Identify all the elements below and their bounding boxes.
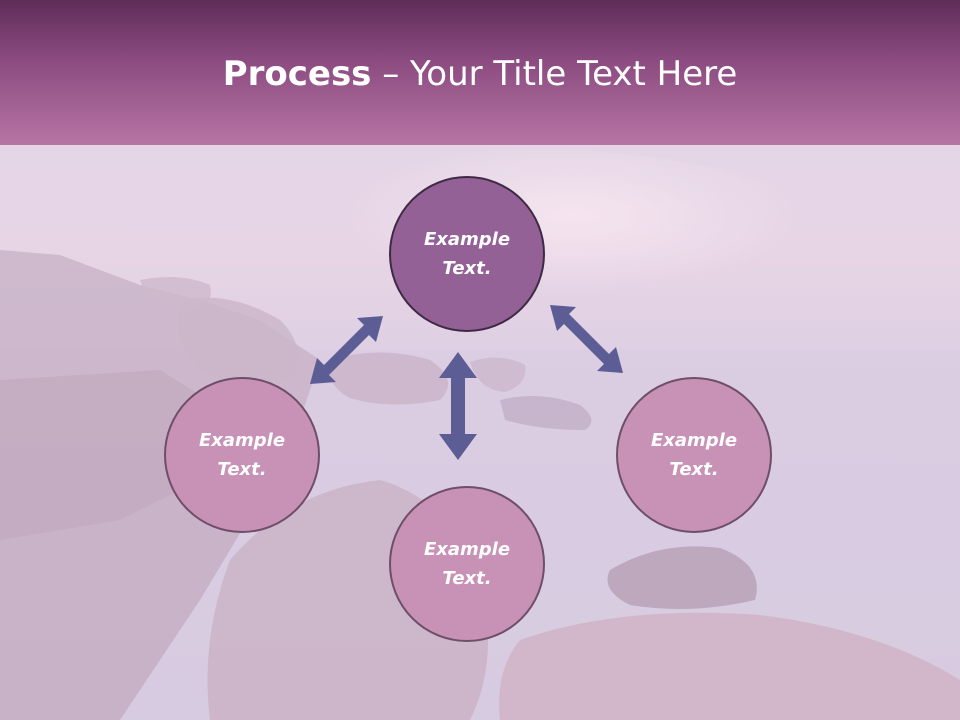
process-node-right: Example Text. [616, 377, 772, 533]
page-title: Process – Your Title Text Here [0, 52, 960, 96]
title-bar: Process – Your Title Text Here [0, 0, 960, 145]
process-node-top: Example Text. [389, 176, 545, 332]
arrow-top-left [310, 316, 383, 384]
title-bold: Process [222, 54, 372, 94]
process-node-bottom: Example Text. [389, 486, 545, 642]
node-label-right: Example Text. [650, 430, 738, 480]
title-rest: – Your Title Text Here [371, 54, 738, 94]
process-node-left: Example Text. [164, 377, 320, 533]
node-label-top: Example Text. [423, 229, 511, 279]
arrow-vertical [439, 352, 477, 460]
node-label-bottom: Example Text. [423, 539, 511, 589]
node-label-left: Example Text. [198, 430, 286, 480]
arrow-top-right [550, 305, 623, 373]
